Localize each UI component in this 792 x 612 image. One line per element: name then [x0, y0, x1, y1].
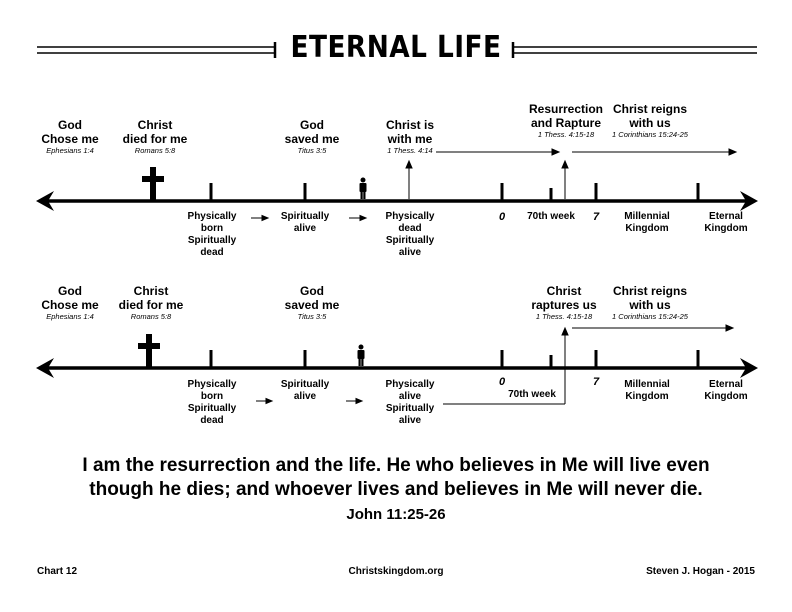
footer-author: Steven J. Hogan - 2015 [646, 566, 755, 577]
marker-seven: 7 [592, 211, 600, 223]
timeline-1 [36, 148, 758, 222]
label-christ-died: Christ died for me Romans 5:8 [122, 118, 188, 155]
page-title: ETERNAL LIFE [290, 30, 502, 65]
label-spiritually-alive: Spiritually alive [280, 211, 330, 234]
marker-zero: 0 [498, 211, 506, 223]
label-millennial-kingdom: Millennial Kingdom [624, 211, 670, 234]
label-spiritually-alive-2: Spiritually alive [280, 379, 330, 402]
label-physically-dead: Physically dead Spiritually alive [385, 211, 435, 258]
person-icon [359, 177, 367, 199]
timeline-2 [36, 324, 758, 405]
marker-seven-2: 7 [592, 376, 600, 388]
label-millennial-kingdom-2: Millennial Kingdom [624, 379, 670, 402]
label-christ-with-me: Christ is with me 1 Thess. 4:14 [385, 118, 434, 155]
footer-chart-number: Chart 12 [37, 566, 78, 577]
title-rule-right [511, 42, 757, 58]
bible-quote: I am the resurrection and the life. He w… [0, 454, 792, 502]
label-physically-alive-2: Physically alive Spiritually alive [385, 379, 435, 426]
person-icon [357, 344, 365, 366]
label-god-chose-me-2: God Chose me Ephesians 1:4 [41, 284, 99, 321]
label-god-saved-me: God saved me Titus 3:5 [284, 118, 340, 155]
cross-icon [138, 334, 160, 368]
quote-line-2: though he dies; and whoever lives and be… [89, 479, 703, 500]
label-christ-died-2: Christ died for me Romans 5:8 [118, 284, 184, 321]
quote-line-1: I am the resurrection and the life. He w… [82, 455, 710, 476]
label-eternal-kingdom: Eternal Kingdom [704, 211, 748, 234]
label-physically-born: Physically born Spiritually dead [187, 211, 237, 258]
label-70th-week-2: 70th week [508, 389, 556, 400]
label-christ-reigns: Christ reigns with us 1 Corinthians 15:2… [612, 102, 688, 139]
label-god-saved-me-2: God saved me Titus 3:5 [284, 284, 340, 321]
label-70th-week: 70th week [527, 211, 575, 222]
label-god-chose-me: God Chose me Ephesians 1:4 [41, 118, 99, 155]
label-eternal-kingdom-2: Eternal Kingdom [704, 379, 748, 402]
label-physically-born-2: Physically born Spiritually dead [187, 379, 237, 426]
label-resurrection-rapture: Resurrection and Rapture 1 Thess. 4:15-1… [528, 102, 604, 139]
cross-icon [142, 167, 164, 201]
quote-reference: John 11:25-26 [346, 506, 446, 523]
footer-website: Christskingdom.org [348, 566, 444, 577]
label-christ-raptures-us: Christ raptures us 1 Thess. 4:15-18 [531, 284, 597, 321]
title-rule-left [37, 42, 277, 58]
marker-zero-2: 0 [498, 376, 506, 388]
label-christ-reigns-2: Christ reigns with us 1 Corinthians 15:2… [612, 284, 688, 321]
